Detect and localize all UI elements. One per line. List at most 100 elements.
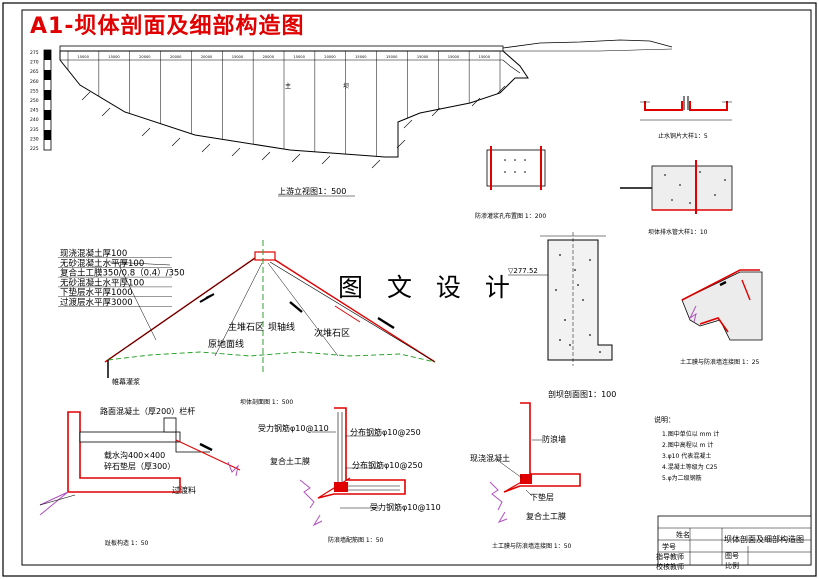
scale-tick-label: 235: [30, 127, 39, 133]
block-label: 15000: [355, 55, 367, 59]
rebar-label-dist-bottom: 分布钢筋φ10@250: [352, 460, 423, 470]
toe-label-gravel: 碎石垫层（厚300）: [104, 461, 175, 471]
dam-section-caption: 坝体剖面图 1：500: [240, 398, 293, 406]
layer-note: 复合土工膜350/0.8（0.4）/350: [60, 268, 185, 279]
ground-line-label: 原地面线: [208, 338, 244, 350]
toe-caption: 趾板构造 1：50: [105, 539, 149, 547]
scale-tick-label: 275: [30, 50, 39, 56]
block-label: 15000: [108, 55, 120, 59]
rebar-label-membrane: 复合土工膜: [270, 456, 310, 466]
title-row-name: 姓名: [676, 530, 690, 539]
ground-line: [107, 351, 436, 363]
layer-note: 现浇混凝土厚100: [60, 248, 127, 259]
parapet-section: ▽277.52 剖坝剖面图1：100: [508, 232, 616, 399]
main-zone-label: 主堆石区: [228, 321, 264, 333]
title-block: 姓名 学号 指导教师 校核教师 坝体剖面及细部构造图 图号 比例: [656, 515, 812, 571]
block-label: 15000: [448, 55, 460, 59]
field-drawing-no: 图号: [725, 552, 739, 560]
wave-caption: 土工膜与防浪墙连接图 1：50: [492, 542, 572, 550]
wave-wall-detail: 防浪墙 现浇混凝土 下垫层 复合土工膜 土工膜与防浪墙连接图 1：50: [470, 402, 581, 550]
note-4: 4.混凝土等级为 C25: [662, 463, 718, 471]
block-label: 20000: [170, 55, 182, 59]
block-joints: [67, 51, 501, 157]
block-label: 20000: [201, 55, 213, 59]
block-label: 15000: [386, 55, 398, 59]
watermark: 图 文 设 计: [338, 273, 518, 302]
secondary-zone-label: 次堆石区: [314, 327, 350, 339]
waterstop-caption: 止水铜片大样1：5: [658, 132, 708, 140]
scale-tick-label: 260: [30, 79, 39, 85]
block-label: 15000: [479, 55, 491, 59]
note-2: 2.图中高程以 m 计: [662, 441, 713, 449]
scale-tick-label: 230: [30, 136, 39, 142]
block-label: 20000: [139, 55, 151, 59]
wave-label-concrete: 现浇混凝土: [470, 453, 510, 463]
wave-label-wall: 防浪墙: [542, 434, 566, 444]
scale-tick-label: 245: [30, 108, 39, 114]
toe-label-ditch: 载水沟400×400: [104, 450, 165, 460]
page-title: A1-坝体剖面及细部构造图: [30, 14, 305, 39]
drawing-name: 坝体剖面及细部构造图: [724, 534, 804, 544]
foundation-hatch: [81, 85, 506, 169]
layer-notes: 现浇混凝土厚100无砂混凝土水平厚100复合土工膜350/0.8（0.4）/35…: [58, 248, 185, 308]
drain-detail: 坝体排水管大样1：10: [620, 160, 733, 236]
scale-tick-label: 265: [30, 69, 39, 75]
scale-tick-label: 250: [30, 98, 39, 104]
drain-caption: 坝体排水管大样1：10: [648, 228, 708, 236]
scale-tick-label: 225: [30, 146, 39, 152]
grout-detail: 防渗灌浆孔布置图 1：200: [475, 146, 546, 220]
block-labels: 15000 15000 20000 20000 20000 15000 20000 15000…: [77, 55, 490, 59]
block-label: 20000: [263, 55, 275, 59]
scale-tick-label: 255: [30, 88, 39, 94]
toe-label-transition: 过渡料: [172, 485, 196, 495]
parapet-caption: 剖坝剖面图1：100: [548, 389, 616, 399]
waterstop-detail: 止水铜片大样1：5: [640, 96, 732, 140]
axis-label-dam: 坝: [343, 82, 349, 90]
wave-label-cushion: 下垫层: [530, 492, 554, 502]
rebar-label-main-top: 受力钢筋φ10@110: [258, 423, 329, 433]
note-5: 5.φ为二级钢筋: [662, 474, 702, 482]
elevation-caption: 上游立视图1：500: [278, 186, 346, 196]
layer-note: 下垫层水平厚1000: [60, 287, 133, 298]
dam-crest-road: [59, 45, 504, 52]
rebar-label-dist-top: 分布钢筋φ10@250: [350, 427, 421, 437]
layer-note: 无砂混凝土水平厚100: [60, 258, 144, 269]
axis-label: 坝轴线: [268, 321, 295, 333]
title-row-advisor: 指导教师: [656, 552, 684, 561]
block-label: 15000: [293, 55, 305, 59]
field-scale: 比例: [725, 561, 739, 570]
layer-note: 过渡层水平厚3000: [60, 297, 133, 308]
toe-label-road: 路面混凝土（厚200）栏杆: [100, 406, 195, 416]
notes-heading: 说明：: [654, 415, 675, 424]
title-row-id: 学号: [662, 542, 676, 551]
elevation-scale-bar: 275 270 265 260 255 250 245 240 235 230 225: [30, 49, 52, 152]
toe-detail: 路面混凝土（厚200）栏杆 载水沟400×400 碎石垫层（厚300） 过渡料 …: [39, 406, 241, 547]
rebar-caption: 防浪墙配筋图 1：50: [328, 536, 384, 544]
note-1: 1.图中单位以 mm 计: [662, 430, 719, 438]
inner-border: [21, 9, 812, 566]
parapet-elevation: ▽277.52: [508, 267, 538, 275]
block-label: 15000: [77, 55, 89, 59]
axis-label-main: 主: [285, 82, 291, 90]
title-row-checker: 校核教师: [656, 562, 684, 571]
right-bank-ground-line: [502, 39, 673, 49]
block-label: 20000: [324, 55, 336, 59]
rebar-label-main-bottom: 受力钢筋φ10@110: [370, 502, 441, 512]
block-label: 15000: [232, 55, 244, 59]
note-3: 3.φ10 代表混凝土: [662, 452, 711, 460]
scale-tick-label: 270: [30, 60, 39, 66]
plinth-caption: 土工膜与防浪墙连接图 1：25: [680, 358, 760, 366]
plinth-detail: 土工膜与防浪墙连接图 1：25: [680, 269, 763, 366]
rebar-detail: 受力钢筋φ10@110 分布钢筋φ10@250 复合土工膜 分布钢筋φ10@25…: [258, 407, 441, 544]
dam-section: 现浇混凝土厚100无砂混凝土水平厚100复合土工膜350/0.8（0.4）/35…: [58, 240, 436, 406]
dam-elevation-outline: [59, 50, 529, 158]
scale-tick-label: 240: [30, 117, 39, 123]
block-label: 15000: [417, 55, 429, 59]
notes: 说明： 1.图中单位以 mm 计 2.图中高程以 m 计 3.φ10 代表混凝土…: [654, 415, 719, 482]
layer-note: 无砂混凝土水平厚100: [60, 277, 144, 288]
grout-curtain-label: 帷幕灌浆: [112, 377, 140, 386]
grout-caption: 防渗灌浆孔布置图 1：200: [475, 212, 546, 220]
